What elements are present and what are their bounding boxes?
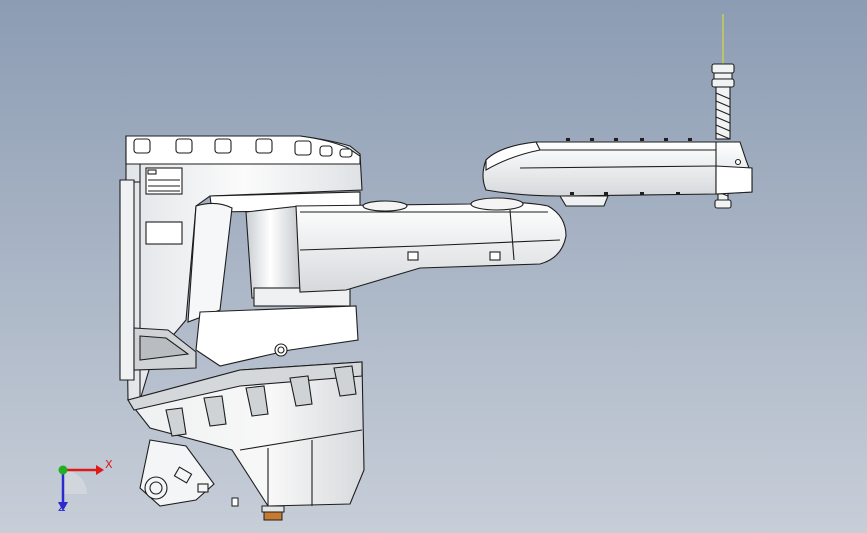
y-axis-dot — [58, 465, 68, 475]
first-arm[interactable] — [295, 197, 567, 293]
base-lower-cover[interactable] — [127, 305, 365, 507]
z-axis-arrowhead — [58, 502, 68, 511]
bottom-flange — [231, 497, 285, 521]
x-axis-label: X — [105, 458, 113, 471]
second-arm[interactable] — [482, 138, 753, 207]
z-axis-label: Z — [58, 501, 66, 514]
cable-connector[interactable] — [139, 439, 215, 507]
triad-arrows — [58, 465, 104, 511]
base-housing[interactable] — [119, 135, 363, 401]
x-axis-arrowhead — [96, 465, 104, 475]
triad-plane — [63, 470, 87, 494]
coordinate-triad: X Z — [48, 456, 118, 516]
shoulder-column[interactable] — [187, 191, 361, 323]
